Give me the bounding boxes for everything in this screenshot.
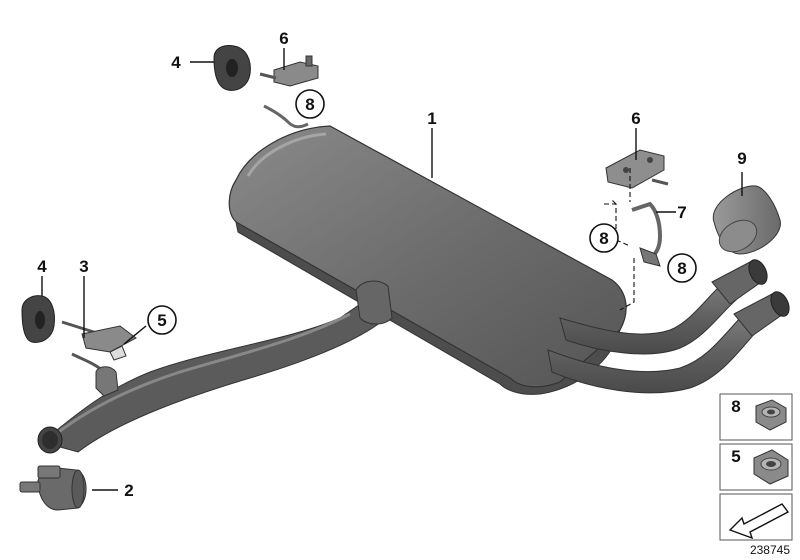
dashed-guides	[604, 168, 635, 311]
bracket-top	[259, 55, 319, 129]
legend-nut-5: 5	[719, 443, 793, 491]
callout-8-top: 8	[305, 95, 314, 114]
pipe-clamp	[19, 465, 87, 511]
callout-7: 7	[677, 203, 686, 222]
callout-9: 9	[737, 149, 746, 168]
callout-5: 5	[157, 311, 166, 330]
callout-1: 1	[427, 109, 436, 128]
rubber-hanger-top	[213, 45, 251, 91]
legend-nut-8: 8	[719, 393, 793, 441]
flange-nut-icon	[755, 399, 787, 431]
callout-3: 3	[79, 257, 88, 276]
callout-6-right: 6	[631, 109, 640, 128]
front-pipe	[37, 295, 387, 454]
callout-8-mid-circle: 8	[589, 223, 619, 253]
legend-label-5: 5	[731, 447, 740, 466]
callout-5-circle: 5	[147, 305, 177, 335]
bracket-right	[605, 149, 669, 189]
pipe-sleeve	[712, 185, 781, 255]
leader-lines	[41, 48, 743, 491]
callout-8-top-circle: 8	[295, 89, 325, 119]
callout-6-top: 6	[279, 29, 288, 48]
callout-4-top: 4	[171, 53, 181, 72]
tail-pipes	[547, 259, 790, 394]
legend-label-8: 8	[731, 397, 740, 416]
direction-arrow-icon	[728, 503, 790, 540]
rubber-hanger-left	[21, 295, 55, 343]
callout-8-mid: 8	[599, 229, 608, 248]
callout-8-low-circle: 8	[667, 253, 697, 283]
callout-4-left: 4	[37, 257, 47, 276]
clamp-bracket-left	[61, 320, 137, 397]
legend-arrow-box	[719, 493, 793, 541]
hanger-bracket	[631, 201, 663, 267]
diagram-reference-number: 238745	[750, 543, 790, 557]
callout-2: 2	[124, 481, 133, 500]
hex-nut-icon	[753, 449, 789, 485]
callout-8-low: 8	[677, 259, 686, 278]
